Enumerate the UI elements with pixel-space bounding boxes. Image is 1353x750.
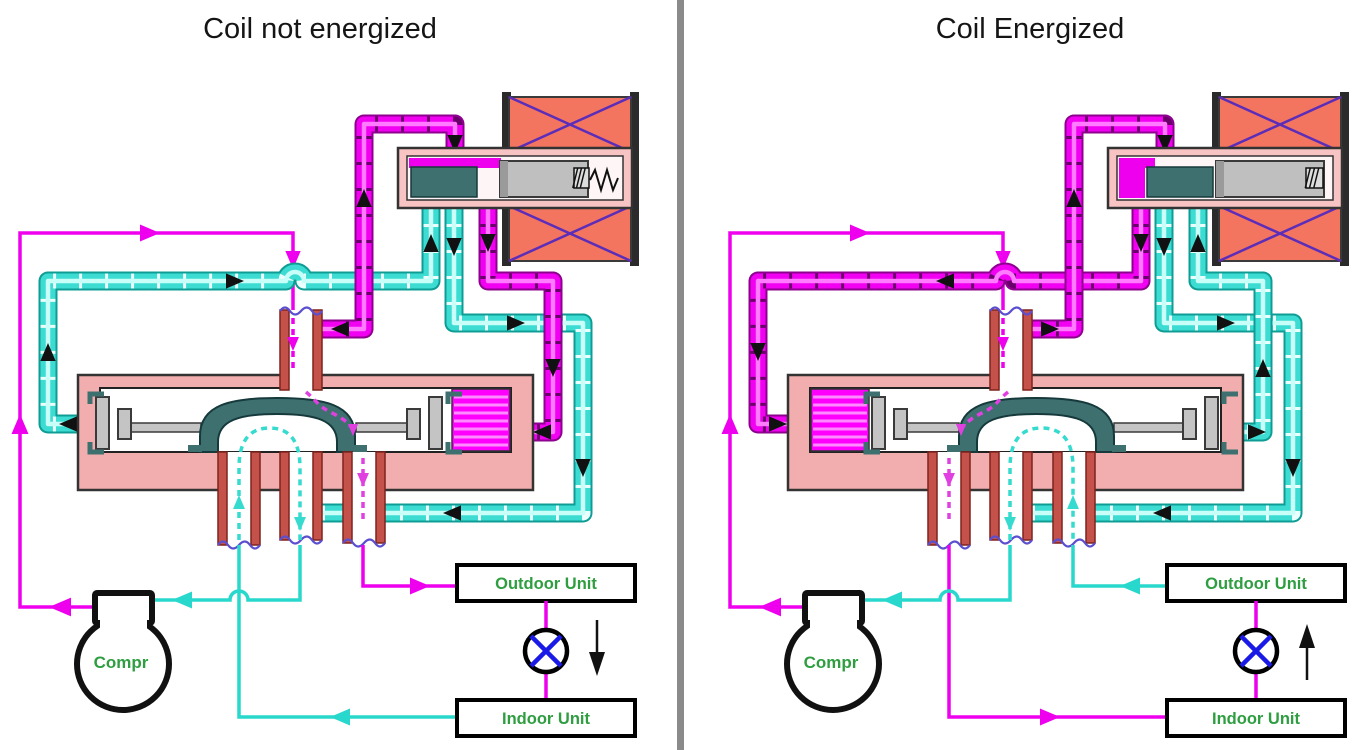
pilot-left-cap-pipe [748, 198, 1151, 434]
unit-lines [862, 545, 1167, 726]
svg-text:Compr: Compr [804, 653, 859, 672]
chamber-flow-squiggle [304, 390, 359, 436]
svg-text:Outdoor Unit: Outdoor Unit [1205, 575, 1307, 593]
compressor: Compr [784, 590, 882, 713]
solenoid-coil-icon [502, 92, 639, 266]
expansion-valve-icon [1232, 601, 1280, 700]
main-valve [76, 373, 535, 492]
slide-assembly [863, 391, 1238, 455]
flow-direction-arrow [1299, 624, 1315, 680]
svg-text:Indoor Unit: Indoor Unit [1212, 710, 1300, 728]
in-tube-flows [233, 318, 369, 540]
indoor-unit-box: Indoor Unit [455, 698, 637, 738]
svg-text:Indoor Unit: Indoor Unit [502, 710, 590, 728]
pilot-right-cap-pipe [478, 198, 563, 442]
pilot-valve [1106, 146, 1344, 210]
panel-title: Coil Energized [936, 13, 1125, 45]
svg-text:Outdoor Unit: Outdoor Unit [495, 575, 597, 593]
chamber-flow-squiggle [955, 390, 1010, 436]
high-pressure-chamber [810, 388, 870, 452]
pilot-left-cap-pipe [38, 198, 441, 434]
svg-text:Coil Energized: Coil Energized [936, 13, 1125, 45]
pilot-right-cap-pipe [1188, 198, 1273, 442]
pilot-feed-capillary [320, 114, 465, 339]
compressor: Compr [74, 590, 172, 713]
valve-tubes [217, 306, 386, 550]
panel-title: Coil not energized [203, 13, 437, 45]
discharge-line [11, 224, 301, 617]
flow-direction-arrow [589, 620, 605, 676]
unit-lines [152, 545, 457, 726]
in-tube-flows [943, 318, 1079, 540]
outdoor-unit-box: Outdoor Unit [1165, 563, 1347, 603]
pilot-suction-pipe [319, 198, 593, 523]
svg-text:Compr: Compr [94, 653, 149, 672]
pilot-valve [396, 146, 634, 210]
outdoor-unit-box: Outdoor Unit [455, 563, 637, 603]
discharge-line [721, 224, 1011, 617]
svg-text:Coil not energized: Coil not energized [203, 13, 437, 45]
indoor-unit-box: Indoor Unit [1165, 698, 1347, 738]
high-pressure-chamber [451, 388, 511, 452]
pilot-feed-capillary [1030, 114, 1175, 339]
expansion-valve-icon [522, 601, 570, 700]
pilot-suction-pipe [1029, 198, 1303, 523]
panel-divider [677, 0, 684, 750]
